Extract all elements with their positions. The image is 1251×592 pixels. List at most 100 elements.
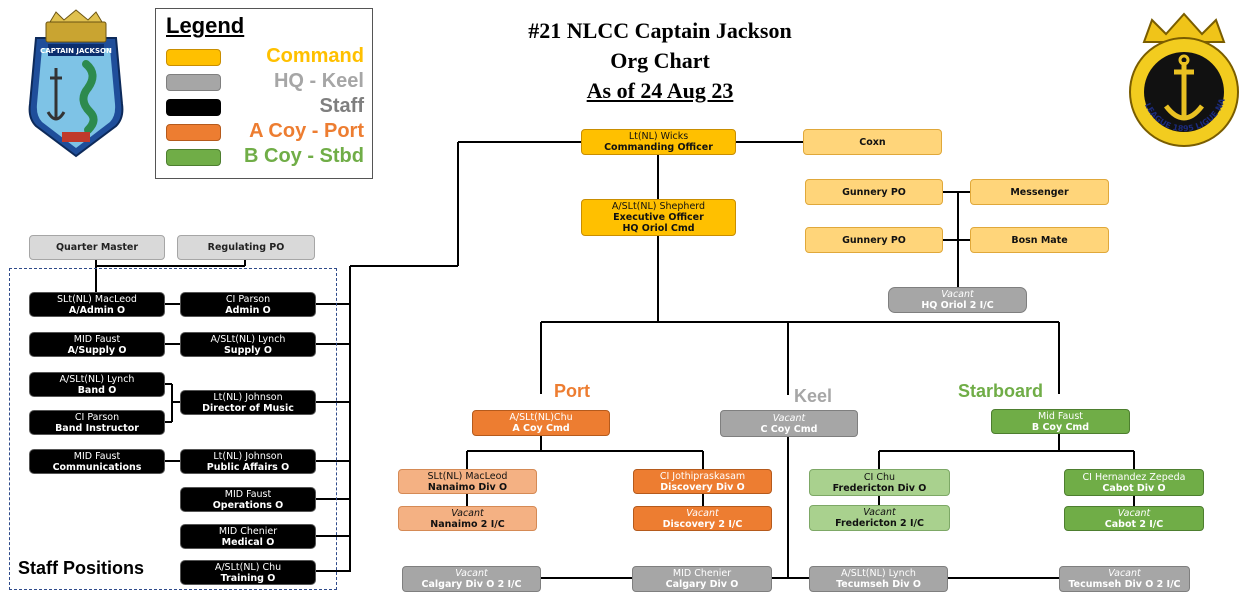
legend-swatch-port [166,124,221,141]
node-name: CI Parson [225,293,271,305]
node-messenger[interactable]: Messenger [970,179,1109,205]
node-name: Mid Faust [1038,410,1083,422]
node-role: Director of Music [202,402,294,414]
node-executive-officer[interactable]: A/SLt(NL) Shepherd Executive Officer HQ … [581,199,736,236]
node-gunnery-po-1[interactable]: Gunnery PO [805,179,943,205]
node-public-affairs-o[interactable]: Lt(NL) Johnson Public Affairs O [180,449,316,474]
node-commanding-officer[interactable]: Lt(NL) Wicks Commanding Officer [581,129,736,155]
node-name: Vacant [1108,568,1141,579]
node-role: Cabot 2 I/C [1104,518,1164,530]
section-port: Port [554,381,590,401]
node-band-instructor[interactable]: CI Parson Band Instructor [29,410,165,435]
node-name: A/SLt(NL) Lynch [841,568,916,579]
node-name: Vacant [863,507,896,518]
node-name: SLt(NL) MacLeod [427,470,508,482]
node-c-coy-cmd[interactable]: Vacant C Coy Cmd [720,410,858,437]
node-name: Vacant [1117,507,1151,519]
node-role: Fredericton 2 I/C [835,518,924,529]
node-director-of-music[interactable]: Lt(NL) Johnson Director of Music [180,390,316,415]
node-role: Quarter Master [55,242,139,253]
node-name: Lt(NL) Johnson [213,391,283,403]
crest-banner-text: CAPTAIN JACKSON [40,47,112,55]
node-role: Supply O [223,344,273,356]
node-coxn[interactable]: Coxn [803,129,942,155]
node-hq-oriol-2ic[interactable]: Vacant HQ Oriol 2 I/C [888,287,1027,313]
node-role: Cabot Div O [1102,482,1166,494]
chart-title-line2: Org Chart [610,48,710,73]
node-role: Calgary Div O 2 I/C [421,579,522,590]
node-role: Calgary Div O [665,579,739,590]
node-training-o[interactable]: A/SLt(NL) Chu Training O [180,560,316,585]
node-name: A/SLt(NL)Chu [509,412,573,423]
node-cabot-div-o[interactable]: CI Hernandez Zepeda Cabot Div O [1064,469,1204,496]
chart-title-line1: #21 NLCC Captain Jackson [528,18,792,43]
node-regulating-po[interactable]: Regulating PO [177,235,315,260]
node-medical-o[interactable]: MID Chenier Medical O [180,524,316,549]
node-fredericton-2ic[interactable]: Vacant Fredericton 2 I/C [809,505,950,531]
node-name: MID Faust [73,450,121,462]
legend-swatch-command [166,49,221,66]
node-role: Public Affairs O [206,461,290,473]
node-nanaimo-2ic[interactable]: Vacant Nanaimo 2 I/C [398,506,537,531]
node-supply-o[interactable]: A/SLt(NL) Lynch Supply O [180,332,316,357]
node-bosn-mate[interactable]: Bosn Mate [970,227,1109,253]
node-name: MID Chenier [218,525,278,537]
node-discovery-2ic[interactable]: Vacant Discovery 2 I/C [633,506,772,531]
node-name: CI Chu [863,471,896,483]
legend-label-stbd: B Coy - Stbd [244,145,364,167]
node-role: Operations O [212,499,284,511]
node-role: Discovery Div O [660,481,745,493]
legend: Legend Command HQ - Keel Staff A Coy - P… [155,8,373,179]
chart-title-date: As of 24 Aug 23 [586,78,734,103]
node-a-admin-o[interactable]: SLt(NL) MacLeod A/Admin O [29,292,165,317]
legend-swatch-hq [166,74,221,91]
node-nanaimo-div-o[interactable]: SLt(NL) MacLeod Nanaimo Div O [398,469,537,494]
legend-swatch-staff [166,99,221,116]
node-fredericton-div-o[interactable]: CI Chu Fredericton Div O [809,469,950,496]
node-discovery-div-o[interactable]: CI Jothipraskasam Discovery Div O [633,469,772,494]
node-name: SLt(NL) MacLeod [57,293,137,305]
staff-positions-label: Staff Positions [18,558,145,578]
node-role-2: HQ Oriol Cmd [622,223,695,234]
node-role: Gunnery PO [842,234,906,246]
node-band-o[interactable]: A/SLt(NL) Lynch Band O [29,372,165,397]
node-name: MID Faust [224,488,272,500]
node-role: Admin O [225,304,271,316]
node-tecumseh-2ic[interactable]: Vacant Tecumseh Div O 2 I/C [1059,566,1190,592]
node-name: A/SLt(NL) Shepherd [611,201,706,212]
node-role: A Coy Cmd [512,423,570,434]
node-role: Commanding Officer [604,142,713,153]
legend-label-command: Command [266,45,364,67]
node-role: Band O [77,384,117,396]
node-b-coy-cmd[interactable]: Mid Faust B Coy Cmd [991,409,1130,434]
node-role: Medical O [221,536,275,548]
node-a-coy-cmd[interactable]: A/SLt(NL)Chu A Coy Cmd [472,410,610,436]
node-role: Messenger [1010,186,1069,198]
node-communications[interactable]: MID Faust Communications [29,449,165,474]
legend-heading: Legend [166,13,245,38]
captain-jackson-crest-logo: CAPTAIN JACKSON [28,9,124,158]
node-name: Vacant [451,507,484,519]
node-a-supply-o[interactable]: MID Faust A/Supply O [29,332,165,357]
node-name: Lt(NL) Wicks [628,131,689,142]
node-name: CI Hernandez Zepeda [1082,471,1186,483]
node-role: Coxn [859,136,886,148]
node-role: Tecumseh Div O [836,579,921,590]
node-calgary-2ic[interactable]: Vacant Calgary Div O 2 I/C [402,566,541,592]
node-admin-o[interactable]: CI Parson Admin O [180,292,316,317]
node-role: Band Instructor [55,422,139,434]
node-role: HQ Oriol 2 I/C [921,300,994,311]
node-name: MID Faust [73,333,121,345]
navy-league-crest-logo: NAVY LEAGUE 1895 LIGUE NAVALE [1124,6,1239,147]
node-name: A/SLt(NL) Chu [214,561,282,573]
node-gunnery-po-2[interactable]: Gunnery PO [805,227,943,253]
node-role: Discovery 2 I/C [662,518,743,530]
node-name: Lt(NL) Johnson [213,450,283,462]
node-cabot-2ic[interactable]: Vacant Cabot 2 I/C [1064,506,1204,531]
node-calgary-div-o[interactable]: MID Chenier Calgary Div O [632,566,772,592]
node-quarter-master[interactable]: Quarter Master [29,235,165,260]
node-operations-o[interactable]: MID Faust Operations O [180,487,316,512]
node-name: Vacant [455,568,488,579]
section-starboard: Starboard [958,381,1044,401]
node-tecumseh-div-o[interactable]: A/SLt(NL) Lynch Tecumseh Div O [809,566,948,592]
